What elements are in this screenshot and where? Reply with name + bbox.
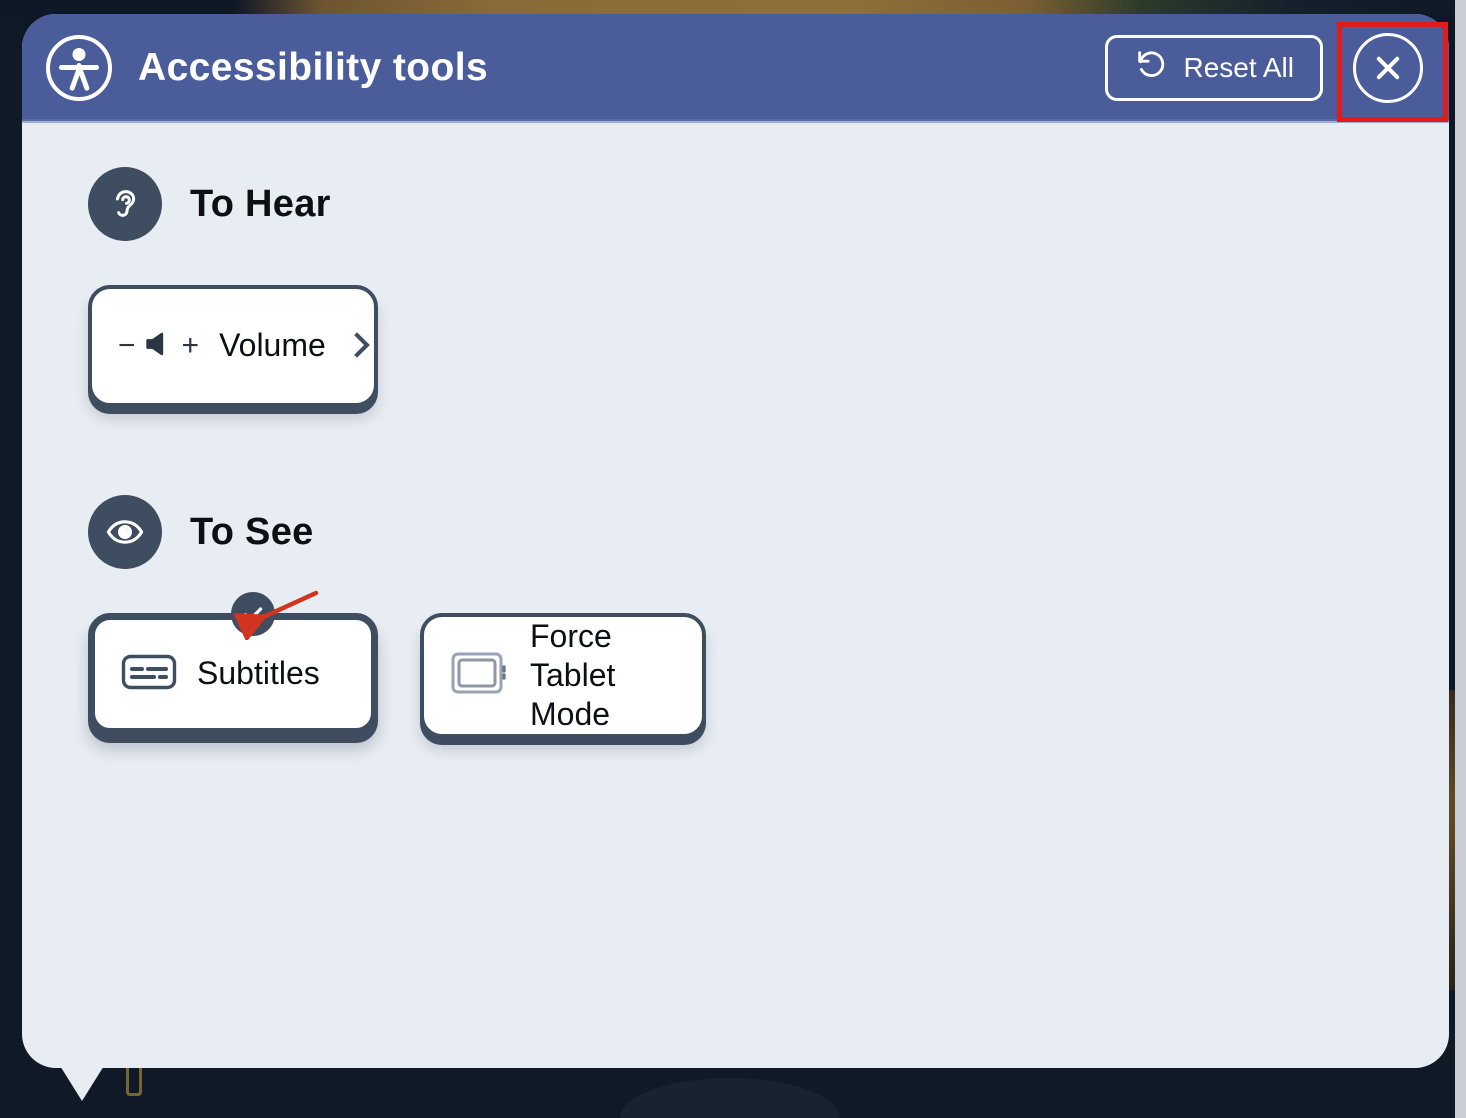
close-button[interactable] xyxy=(1353,32,1423,103)
force-tablet-mode-tile-label: Force Tablet Mode xyxy=(530,618,616,733)
volume-plus-label: + xyxy=(181,329,200,362)
accessibility-person-icon xyxy=(46,34,112,101)
force-tablet-mode-tile[interactable]: Force Tablet Mode xyxy=(420,613,706,739)
tile-row-to-hear: − + Volume xyxy=(88,285,1449,407)
background-left-dim xyxy=(0,14,22,1118)
reset-all-button[interactable]: Reset All xyxy=(1104,34,1323,101)
reset-all-label: Reset All xyxy=(1183,51,1295,83)
volume-control-group: − + xyxy=(118,327,199,366)
background-bottom-glow xyxy=(620,1078,840,1118)
section-title-to-see: To See xyxy=(190,510,314,553)
subtitles-icon xyxy=(121,652,177,697)
background-right-edge xyxy=(1455,0,1466,1118)
header-divider xyxy=(22,119,1449,123)
section-to-see: To See xyxy=(88,495,1449,739)
volume-tile-label: Volume xyxy=(219,327,326,364)
section-header-to-see: To See xyxy=(88,495,1449,569)
accessibility-tools-dialog: Accessibility tools Reset All xyxy=(22,14,1449,1068)
section-to-hear: To Hear − + xyxy=(88,167,1449,407)
section-title-to-hear: To Hear xyxy=(190,182,331,225)
subtitles-tile-label: Subtitles xyxy=(197,655,320,692)
tablet-device-icon xyxy=(450,649,510,702)
eye-icon xyxy=(88,495,162,569)
check-circle-icon xyxy=(231,592,275,636)
subtitles-tile[interactable]: Subtitles xyxy=(88,592,378,735)
background-right-warm xyxy=(1449,690,1455,990)
ear-icon xyxy=(88,167,162,241)
dialog-body: To Hear − + xyxy=(22,123,1449,1068)
speaker-volume-icon xyxy=(142,327,176,366)
section-header-to-hear: To Hear xyxy=(88,167,1449,241)
dialog-header: Accessibility tools Reset All xyxy=(22,14,1449,121)
page-title: Accessibility tools xyxy=(138,45,489,89)
header-actions: Reset All xyxy=(1104,32,1423,103)
volume-minus-label: − xyxy=(118,329,136,362)
background-scene-strip xyxy=(0,0,1466,14)
tile-row-to-see: Subtitles Force Tab xyxy=(88,592,1449,739)
undo-rotate-icon xyxy=(1134,47,1168,88)
volume-tile[interactable]: − + Volume xyxy=(88,285,378,407)
chevron-right-icon xyxy=(346,332,348,360)
